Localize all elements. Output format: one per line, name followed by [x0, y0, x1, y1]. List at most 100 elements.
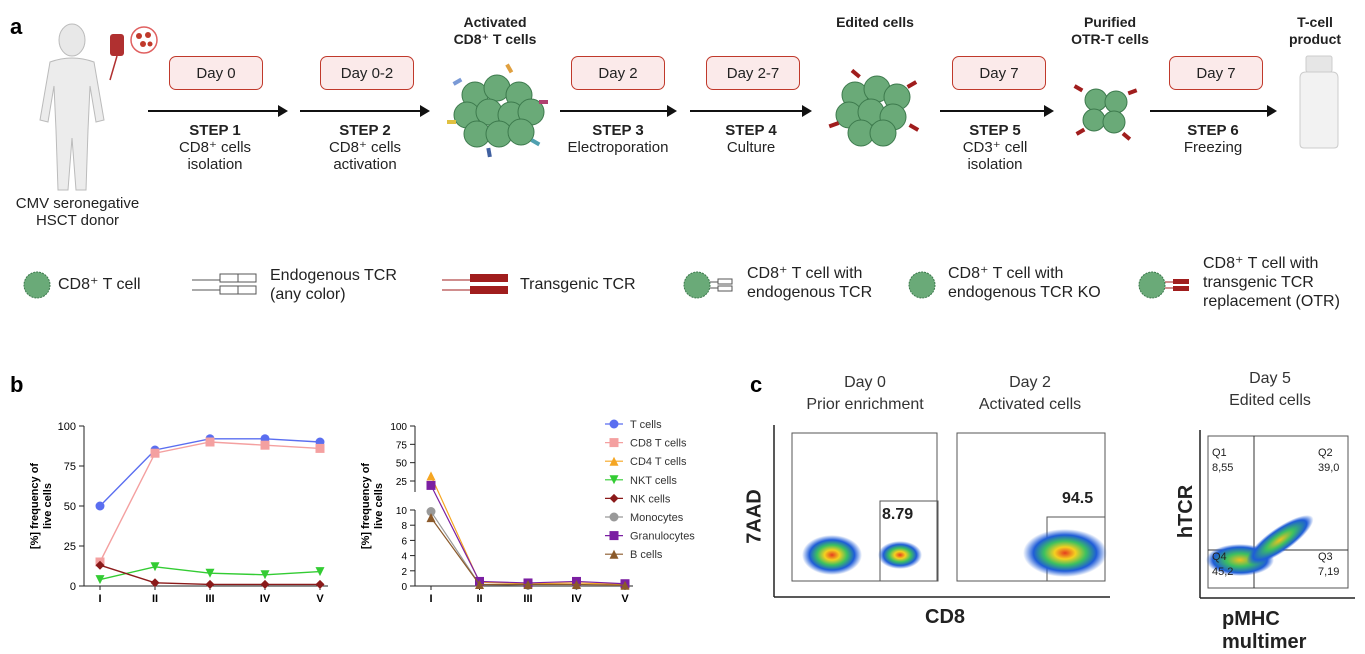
- edited-title: Edited cells: [836, 14, 914, 30]
- series-line: [430, 485, 626, 585]
- legend-endogenous-tcr-icon: [192, 273, 257, 295]
- legend-transgenic-tcr-label: Transgenic TCR: [520, 276, 636, 293]
- data-point: [260, 440, 270, 450]
- panel-b-label: b: [10, 372, 24, 397]
- y-tick-label: 2: [401, 567, 407, 578]
- y-tick-label: 50: [396, 459, 408, 470]
- arrow-step-4: [690, 105, 812, 117]
- legend-endogenous-cell-icon: [683, 271, 733, 299]
- data-point: [150, 562, 160, 572]
- purified-cell-cluster: [1073, 84, 1138, 141]
- x-tick-label: III: [205, 593, 214, 605]
- y-tick-label: 75: [64, 461, 76, 473]
- day-box-2: Day 0-2: [320, 56, 414, 90]
- legend-label: NK cells: [630, 493, 671, 505]
- data-point: [205, 437, 215, 447]
- legend-ko-cell-icon: [908, 271, 936, 299]
- legend-endogenous-tcr-label: Endogenous TCR(any color): [270, 267, 397, 303]
- y-tick-label: 4: [401, 552, 407, 563]
- x-tick-label: V: [621, 593, 629, 605]
- y-tick-label: 6: [401, 536, 407, 547]
- legend-label: T cells: [630, 419, 662, 431]
- x-tick-label: IV: [571, 593, 582, 605]
- y-tick-label: 100: [58, 421, 76, 433]
- legend-label: NKT cells: [630, 475, 677, 487]
- legend-label: B cells: [630, 549, 663, 561]
- data-point: [572, 579, 581, 589]
- legend-marker: [609, 512, 619, 522]
- data-point: [95, 575, 105, 585]
- panel-a-label: a: [10, 14, 23, 39]
- activated-cell-cluster: [447, 63, 548, 158]
- arrow-step-6: [1150, 105, 1277, 117]
- data-point: [260, 579, 270, 589]
- y-tick-label: 8: [401, 521, 407, 532]
- y-tick-label: 100: [390, 422, 407, 433]
- data-point: [205, 568, 215, 578]
- day-box-4: Day 2-7: [706, 56, 800, 90]
- x-tick-label: V: [316, 593, 324, 605]
- x-tick-label: IV: [260, 593, 271, 605]
- data-point: [150, 578, 160, 588]
- legend-label: CD4 T cells: [630, 456, 687, 468]
- x-tick-label: I: [98, 593, 101, 605]
- legend-otr-cell-icon: [1138, 271, 1189, 299]
- legend-marker: [609, 456, 619, 466]
- legend-marker: [609, 493, 619, 503]
- y-axis-label: [%] frequency oflive cells: [29, 463, 54, 550]
- data-point: [260, 570, 270, 580]
- series-line: [430, 517, 626, 586]
- day-box-5: Day 7: [952, 56, 1046, 90]
- series-line: [99, 441, 321, 563]
- plot2-gate-value: 94.5: [1062, 490, 1094, 507]
- legend-marker: [609, 419, 619, 429]
- data-point: [315, 579, 325, 589]
- legend-marker: [609, 438, 619, 448]
- data-point: [426, 507, 436, 517]
- arrow-step-5: [940, 105, 1054, 117]
- y-tick-label: 75: [396, 440, 408, 451]
- data-point: [620, 580, 630, 590]
- y-tick-label: 25: [64, 541, 76, 553]
- legend-transgenic-tcr-icon: [442, 274, 508, 294]
- x-tick-label: III: [523, 593, 532, 605]
- right-y-axis-label: hTCR: [1175, 484, 1198, 539]
- x-tick-label: II: [152, 593, 158, 605]
- y-tick-label: 10: [396, 506, 408, 517]
- x-tick-label: II: [476, 593, 482, 605]
- day-box-6: Day 7: [1169, 56, 1263, 90]
- left-x-axis-label: CD8: [925, 606, 966, 628]
- data-point: [95, 501, 105, 511]
- legend-label: Granulocytes: [630, 531, 695, 543]
- data-point: [426, 513, 436, 523]
- right-x-axis-label: pMHC multimer: [1222, 608, 1307, 653]
- data-point: [315, 567, 325, 577]
- flow-plots-left: [773, 425, 1110, 598]
- y-tick-label: 0: [401, 582, 407, 593]
- panel-c-label: c: [750, 372, 763, 397]
- data-point: [150, 448, 160, 458]
- legend-label: Monocytes: [630, 512, 684, 524]
- day-box-1: Day 0: [169, 56, 263, 90]
- data-point: [475, 579, 484, 589]
- y-tick-label: 0: [70, 581, 76, 593]
- legend-marker: [609, 475, 619, 485]
